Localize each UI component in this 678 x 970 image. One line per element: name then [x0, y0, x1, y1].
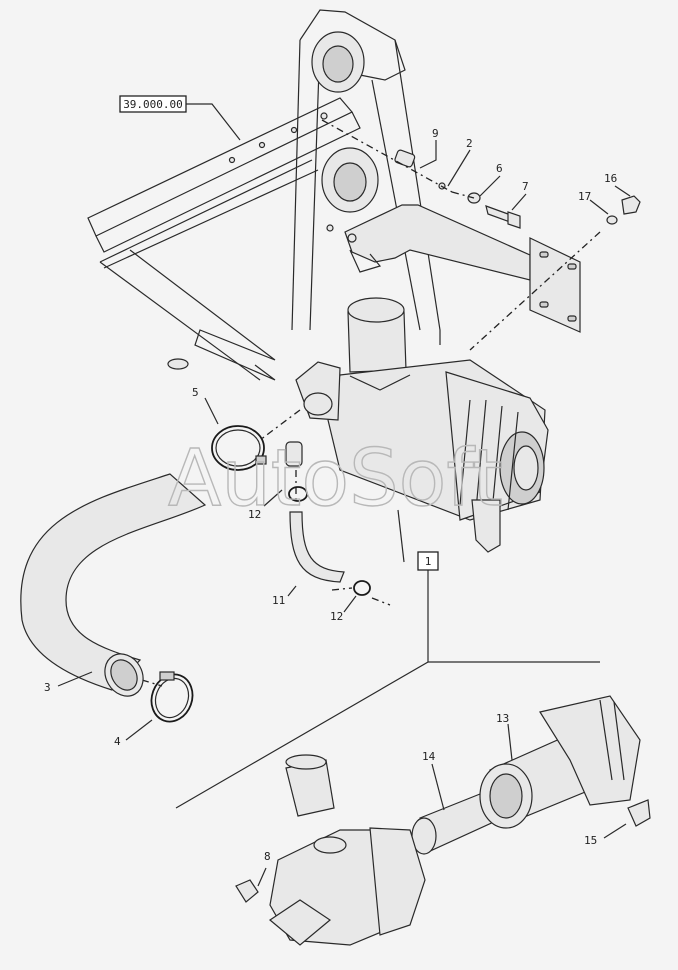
callout-5: 5 — [192, 386, 199, 399]
bracket-part — [344, 182, 581, 333]
lower-housing — [235, 754, 426, 946]
clamp-part-4 — [150, 671, 194, 723]
callout-12a: 12 — [248, 508, 261, 521]
reference-box-text: 39.000.00 — [123, 98, 183, 111]
assembly-box-text: 1 — [425, 555, 432, 568]
filter-cartridges — [411, 695, 651, 855]
hardware-parts — [394, 149, 641, 229]
watermark-text: AutoSoft — [168, 434, 503, 524]
callout-16: 16 — [604, 172, 617, 185]
callout-8: 8 — [264, 850, 271, 863]
callout-12b: 12 — [330, 610, 343, 623]
callout-14: 14 — [422, 750, 436, 763]
assembly-lines — [141, 119, 601, 687]
callout-2: 2 — [466, 137, 473, 150]
hose-part-3 — [20, 473, 207, 697]
callout-17: 17 — [578, 190, 591, 203]
callout-6: 6 — [496, 162, 503, 175]
callout-leaders — [57, 140, 631, 887]
callout-9: 9 — [432, 127, 439, 140]
small-hose-part-11 — [285, 441, 371, 596]
clamp-part-5 — [211, 425, 267, 471]
reference-label[interactable]: 39.000.00 — [119, 95, 241, 141]
tractor-frame — [87, 9, 441, 381]
callout-7: 7 — [522, 180, 529, 193]
callout-11: 11 — [272, 594, 285, 607]
callout-4: 4 — [114, 735, 121, 748]
assembly-label[interactable]: 1 — [175, 509, 600, 809]
air-filter-housing — [295, 297, 549, 553]
callout-numbers: 2 3 4 5 6 7 8 9 11 12 12 13 14 15 16 17 — [44, 127, 617, 863]
callout-3: 3 — [44, 681, 51, 694]
callout-13: 13 — [496, 712, 509, 725]
callout-15: 15 — [584, 834, 597, 847]
